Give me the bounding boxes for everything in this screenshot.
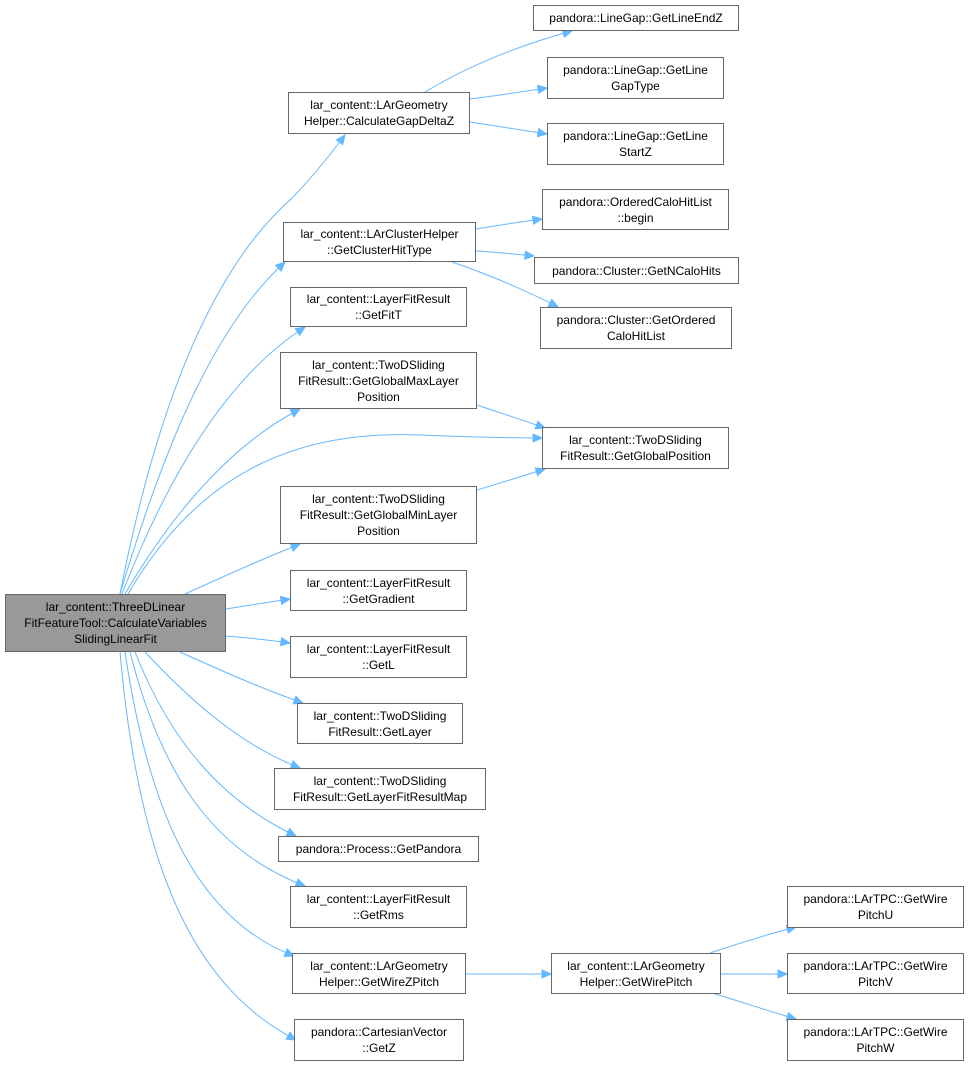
arrowhead-root-to-clusterHitType: [274, 261, 286, 272]
arrowhead-root-to-getZ: [285, 1031, 298, 1041]
edge-globalMinLayerPos-to-globalPos: [476, 468, 546, 491]
edge-root-to-getFitT: [121, 326, 306, 595]
function-node-lineGapType[interactable]: pandora::LineGap::GetLine GapType: [547, 57, 724, 99]
function-node-getPandora[interactable]: pandora::Process::GetPandora: [278, 836, 479, 862]
edge-clusterHitType-to-orderedBegin: [475, 218, 543, 230]
arrowhead-root-to-getFitT: [294, 326, 307, 337]
function-node-wirePitchV[interactable]: pandora::LArTPC::GetWire PitchV: [787, 953, 964, 994]
function-node-layerFitResultMap[interactable]: lar_content::TwoDSliding FitResult::GetL…: [274, 768, 486, 810]
function-node-lineEndZ[interactable]: pandora::LineGap::GetLineEndZ: [533, 5, 739, 31]
edge-root-to-globalMaxLayerPos: [124, 408, 301, 595]
arrowhead-clusterHitType-to-orderedBegin: [531, 215, 544, 226]
edge-root-to-globalMinLayerPos: [184, 543, 301, 595]
edge-root-to-getPandora: [134, 651, 297, 837]
arrowhead-clusterHitType-to-nCaloHits: [524, 250, 536, 260]
function-node-wireZPitch[interactable]: lar_content::LArGeometry Helper::GetWire…: [292, 953, 466, 994]
function-node-gradient[interactable]: lar_content::LayerFitResult ::GetGradien…: [290, 570, 467, 611]
function-node-orderedCaloHitList[interactable]: pandora::Cluster::GetOrdered CaloHitList: [540, 307, 732, 349]
function-node-globalPos[interactable]: lar_content::TwoDSliding FitResult::GetG…: [542, 427, 729, 469]
arrowhead-globalMaxLayerPos-to-globalPos: [534, 420, 547, 430]
arrowhead-root-to-gradient: [279, 595, 292, 606]
edge-root-to-clusterHitType: [119, 261, 286, 595]
arrowhead-root-to-getL: [279, 636, 292, 647]
function-node-globalMinLayerPos[interactable]: lar_content::TwoDSliding FitResult::GetG…: [280, 486, 477, 544]
edge-root-to-getZ: [119, 651, 297, 1041]
edge-root-to-getRms: [129, 651, 306, 887]
edge-root-to-gradient: [225, 598, 291, 610]
arrowhead-root-to-globalPos: [532, 433, 544, 443]
edge-root-to-calcGapDeltaZ: [119, 134, 346, 595]
edge-calcGapDeltaZ-to-lineGapType: [469, 87, 548, 100]
edge-root-to-wireZPitch: [124, 651, 295, 957]
function-node-globalMaxLayerPos[interactable]: lar_content::TwoDSliding FitResult::GetG…: [280, 352, 477, 409]
function-node-lineStartZ[interactable]: pandora::LineGap::GetLine StartZ: [547, 123, 724, 165]
function-node-getFitT[interactable]: lar_content::LayerFitResult ::GetFitT: [290, 287, 467, 327]
edge-root-to-getLayer: [179, 651, 304, 704]
function-node-orderedBegin[interactable]: pandora::OrderedCaloHitList ::begin: [542, 189, 729, 230]
function-node-clusterHitType[interactable]: lar_content::LArClusterHelper ::GetClust…: [283, 222, 476, 262]
arrowhead-root-to-globalMinLayerPos: [289, 543, 302, 552]
function-node-nCaloHits[interactable]: pandora::Cluster::GetNCaloHits: [534, 257, 739, 284]
function-node-wirePitchU[interactable]: pandora::LArTPC::GetWire PitchU: [787, 886, 964, 928]
edge-root-to-layerFitResultMap: [144, 651, 301, 769]
edge-calcGapDeltaZ-to-lineStartZ: [469, 121, 548, 135]
function-node-calcGapDeltaZ[interactable]: lar_content::LArGeometry Helper::Calcula…: [288, 92, 470, 134]
edge-root-to-getL: [225, 635, 291, 644]
arrowhead-clusterHitType-to-orderedCaloHitList: [547, 298, 560, 308]
function-node-wirePitch[interactable]: lar_content::LArGeometry Helper::GetWire…: [551, 953, 721, 994]
edge-wirePitch-to-wirePitchU: [709, 926, 797, 954]
arrowhead-wirePitch-to-wirePitchV: [777, 969, 789, 979]
edge-clusterHitType-to-orderedCaloHitList: [451, 261, 559, 308]
arrowhead-root-to-getPandora: [285, 827, 298, 837]
edge-calcGapDeltaZ-to-lineEndZ: [424, 30, 573, 93]
root-function-node[interactable]: lar_content::ThreeDLinear FitFeatureTool…: [5, 594, 226, 652]
arrowhead-globalMinLayerPos-to-globalPos: [534, 467, 547, 477]
arrowhead-root-to-calcGapDeltaZ: [335, 134, 346, 146]
edge-root-to-globalPos: [127, 434, 543, 595]
edge-wirePitch-to-wirePitchW: [714, 993, 797, 1020]
arrowhead-calcGapDeltaZ-to-lineStartZ: [536, 127, 549, 138]
arrowhead-wireZPitch-to-wirePitch: [541, 969, 553, 979]
function-node-getZ[interactable]: pandora::CartesianVector ::GetZ: [294, 1019, 464, 1061]
function-node-getRms[interactable]: lar_content::LayerFitResult ::GetRms: [290, 886, 467, 928]
function-node-getL[interactable]: lar_content::LayerFitResult ::GetL: [290, 636, 467, 678]
arrowhead-root-to-wireZPitch: [283, 948, 296, 957]
edge-globalMaxLayerPos-to-globalPos: [476, 404, 546, 429]
arrowhead-root-to-globalMaxLayerPos: [289, 408, 302, 418]
function-node-wirePitchW[interactable]: pandora::LArTPC::GetWire PitchW: [787, 1019, 964, 1061]
arrowhead-calcGapDeltaZ-to-lineGapType: [536, 84, 549, 95]
function-node-getLayer[interactable]: lar_content::TwoDSliding FitResult::GetL…: [297, 703, 463, 744]
